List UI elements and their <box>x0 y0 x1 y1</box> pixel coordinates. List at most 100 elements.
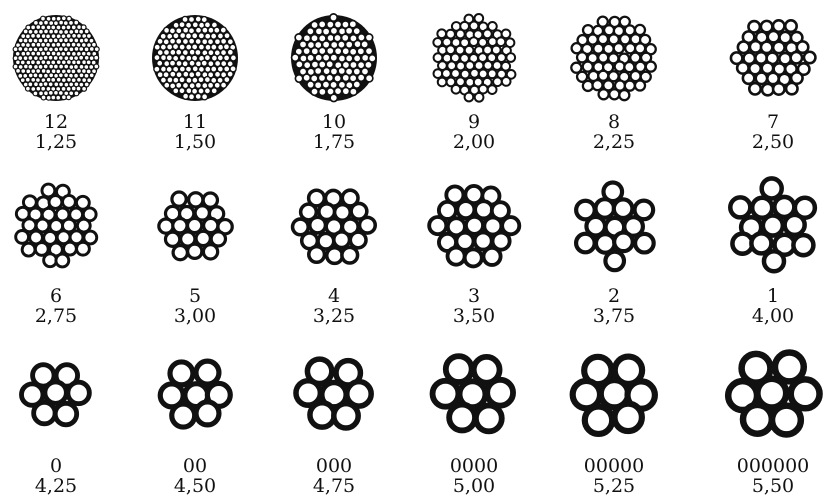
pellet <box>310 217 326 233</box>
shot-size-mm-label: 5,25 <box>545 476 683 496</box>
pellet <box>196 402 219 425</box>
pellet <box>84 38 89 43</box>
pellet <box>585 407 612 434</box>
pellet <box>646 62 656 72</box>
pellet <box>361 41 368 48</box>
pellet <box>596 199 615 218</box>
shot-cluster-svg <box>145 176 245 276</box>
pellet <box>164 82 170 88</box>
shot-cluster-icon <box>424 344 524 444</box>
pellet <box>330 94 337 101</box>
pellet <box>45 382 66 403</box>
shot-cluster-icon <box>284 344 384 444</box>
shot-size-cell: 72,50 <box>704 8 831 168</box>
shot-cluster-icon <box>6 8 106 108</box>
pellet <box>67 77 72 82</box>
pellet <box>214 71 220 77</box>
pellet <box>338 67 345 74</box>
shot-cluster-icon <box>145 176 245 276</box>
pellet <box>596 234 615 253</box>
pellet <box>61 95 66 100</box>
shot-number-label: 0000 <box>405 456 543 476</box>
pellet <box>25 77 30 82</box>
pellet <box>598 71 608 81</box>
pellet <box>576 234 595 253</box>
shot-cluster-svg <box>6 8 106 108</box>
pellet <box>21 69 26 74</box>
pellet <box>230 55 236 61</box>
shot-size-cell: 0000005,50 <box>704 344 831 504</box>
pellet <box>157 60 163 66</box>
pellet <box>41 95 46 100</box>
pellet <box>296 61 303 68</box>
pellet <box>764 251 784 271</box>
shot-number-label: 5 <box>126 286 264 306</box>
pellet <box>221 82 227 88</box>
shot-number-label: 8 <box>545 112 683 132</box>
pellet <box>22 243 35 256</box>
pellet <box>353 81 360 88</box>
shot-number-label: 0 <box>0 456 125 476</box>
pellet <box>179 88 185 94</box>
pellet <box>176 60 182 66</box>
shot-size-cell: 43,25 <box>265 176 403 336</box>
shot-size-mm-label: 4,75 <box>265 476 403 496</box>
pellet <box>173 245 187 259</box>
pellet <box>220 27 226 33</box>
shot-number-label: 10 <box>265 112 403 132</box>
pellet <box>772 406 801 435</box>
pellet <box>34 402 55 423</box>
pellet <box>223 44 229 50</box>
shot-number-label: 3 <box>405 286 543 306</box>
shot-cluster-icon <box>424 8 524 108</box>
pellet <box>635 234 654 253</box>
pellet <box>82 86 87 91</box>
pellet <box>183 93 189 99</box>
shot-size-mm-label: 3,75 <box>545 306 683 326</box>
pellet <box>470 69 479 78</box>
pellet <box>55 403 76 424</box>
pellet <box>64 242 77 255</box>
pellet <box>804 52 815 63</box>
pellet <box>334 232 350 248</box>
pellet <box>76 60 81 65</box>
pellet <box>446 356 472 382</box>
pellet <box>64 64 69 69</box>
pellet <box>452 85 461 94</box>
pellet <box>173 219 187 233</box>
pellet <box>71 86 76 91</box>
shot-size-mm-label: 5,50 <box>704 476 831 496</box>
pellet <box>365 34 372 41</box>
pellet <box>743 72 754 83</box>
pellet <box>730 197 750 217</box>
pellet <box>465 249 482 266</box>
pellet <box>77 242 90 255</box>
pellet <box>488 85 497 94</box>
pellet <box>448 248 465 265</box>
pellet <box>365 75 372 82</box>
shot-size-cell: 62,75 <box>0 176 125 336</box>
shot-size-mm-label: 4,25 <box>0 476 125 496</box>
pellet <box>350 232 366 248</box>
shot-cluster-icon <box>723 344 823 444</box>
shot-cluster-icon <box>145 344 245 444</box>
pellet <box>614 43 624 53</box>
pellet <box>66 25 71 30</box>
pellet <box>592 80 602 90</box>
pellet <box>437 29 446 38</box>
pellet <box>204 88 210 94</box>
pellet <box>434 69 443 78</box>
shot-cluster-svg <box>145 8 245 108</box>
shot-cluster-icon <box>564 8 664 108</box>
pellet <box>74 46 79 51</box>
pellet <box>54 29 59 34</box>
pellet <box>625 81 635 91</box>
pellet <box>743 405 772 434</box>
shot-cluster-svg <box>424 176 524 276</box>
pellet <box>750 41 761 52</box>
shot-size-mm-label: 1,75 <box>265 132 403 152</box>
shot-cluster-icon <box>6 176 106 276</box>
